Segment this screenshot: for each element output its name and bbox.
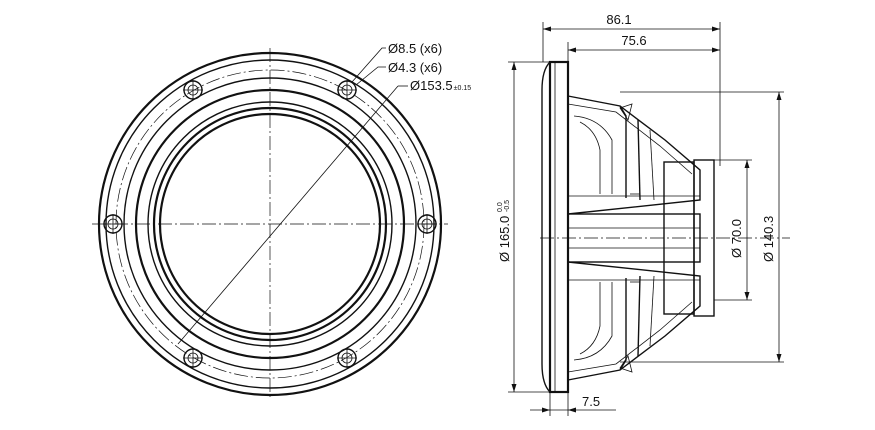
dim-flange-thickness: 7.5 xyxy=(530,392,616,416)
outer-diameter-tol-lower: -0.5 xyxy=(504,200,511,212)
flange-gasket xyxy=(541,61,551,393)
overall-depth-label: 86.1 xyxy=(606,12,631,27)
bolt-circle-diameter-line xyxy=(177,85,399,345)
dim-basket-diameter: Ø 140.3 xyxy=(620,91,784,363)
frame-step xyxy=(123,77,417,371)
motor-assembly xyxy=(567,159,715,317)
frame-outer-edge xyxy=(97,51,443,397)
magnet-diameter-label: Ø 70.0 xyxy=(729,219,744,258)
small-hole-leader xyxy=(355,66,386,86)
dim-overall-depth: 86.1 xyxy=(542,12,721,166)
front-view: Ø8.5 (x6) Ø4.3 (x6) Ø153.5±0.15 xyxy=(92,41,471,400)
dim-magnet-diameter: Ø 70.0 xyxy=(714,159,752,301)
mount-hole-6 xyxy=(337,348,357,368)
outer-diameter-label: Ø 165.0 xyxy=(497,216,512,262)
dim-body-depth: 75.6 xyxy=(567,33,720,62)
basket-upper xyxy=(567,95,701,215)
mount-hole-3 xyxy=(103,214,123,234)
side-view: 86.1 75.6 7.5 Ø 165.0 0.0 xyxy=(497,12,790,416)
mount-hole-callout: Ø8.5 (x6) xyxy=(388,41,442,56)
flange xyxy=(548,60,570,394)
mounting-holes xyxy=(103,80,437,368)
basket-diameter-label: Ø 140.3 xyxy=(761,216,776,262)
body-depth-label: 75.6 xyxy=(621,33,646,48)
mount-hole-5 xyxy=(183,348,203,368)
cone-outer xyxy=(152,106,388,342)
surround-outer xyxy=(134,88,406,360)
small-hole-callout: Ø4.3 (x6) xyxy=(388,60,442,75)
mount-hole-2 xyxy=(337,80,357,100)
mount-hole-1 xyxy=(183,80,203,100)
surround-mid xyxy=(147,101,393,347)
mount-hole-leader xyxy=(351,47,386,83)
cone-inner xyxy=(158,112,382,336)
dim-outer-diameter: Ø 165.0 0.0 -0.5 xyxy=(497,61,550,393)
flange-thickness-label: 7.5 xyxy=(582,394,600,409)
outer-diameter-tol-upper: 0.0 xyxy=(497,202,504,212)
basket-lower xyxy=(567,261,701,381)
mount-hole-4 xyxy=(417,214,437,234)
bolt-circle-callout: Ø153.5±0.15 xyxy=(410,78,471,93)
